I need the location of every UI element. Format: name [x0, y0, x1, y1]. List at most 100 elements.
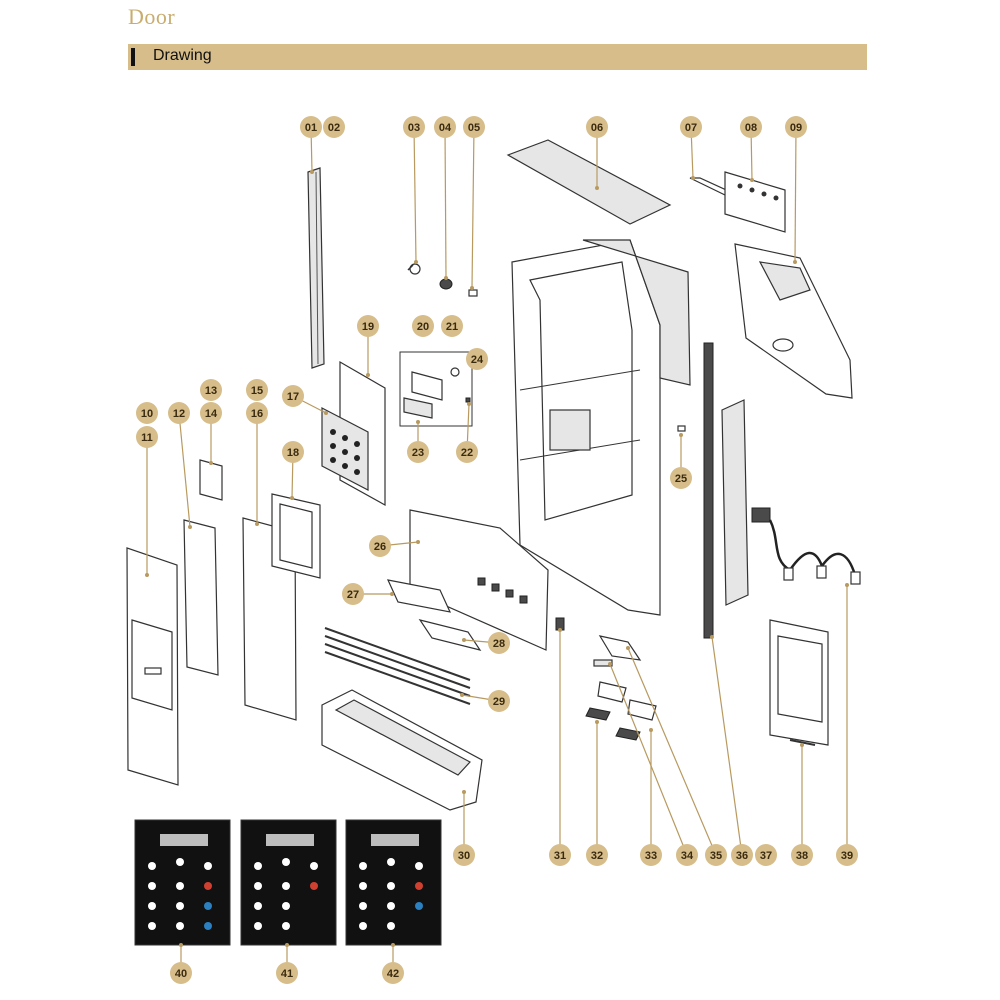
callout-leader-tip-04 — [444, 276, 448, 280]
callout-number: 15 — [251, 385, 263, 397]
callout-leader-03 — [413, 126, 417, 263]
callout-badge — [407, 441, 429, 463]
callout-leader-tip-39 — [845, 583, 849, 587]
section-header-bar: Drawing — [128, 44, 867, 70]
callout-badge — [755, 844, 777, 866]
callout-number: 41 — [281, 968, 293, 980]
callout-badge — [168, 402, 190, 424]
callout-08: 08 — [740, 116, 762, 138]
callout-number: 04 — [439, 122, 452, 134]
callout-number: 24 — [471, 354, 484, 366]
callout-number: 30 — [458, 850, 470, 862]
callout-badge — [740, 116, 762, 138]
callout-number: 13 — [205, 385, 217, 397]
callout-28: 28 — [488, 632, 510, 654]
callout-number: 17 — [287, 391, 299, 403]
callout-leader-tip-14 — [209, 461, 213, 465]
callout-leader-tip-17 — [324, 411, 328, 415]
callout-19: 19 — [357, 315, 379, 337]
part-side-channel — [721, 399, 749, 606]
callout-23: 23 — [407, 441, 429, 463]
callout-badge — [300, 116, 322, 138]
callout-leader-tip-38 — [800, 743, 804, 747]
keypad-panel-41 — [240, 819, 337, 946]
callout-number: 08 — [745, 122, 757, 134]
callout-badge — [705, 844, 727, 866]
callout-badge — [456, 441, 478, 463]
part-drip-grid-large — [418, 619, 482, 651]
callout-number: 23 — [412, 447, 424, 459]
part-latch-35 — [598, 635, 642, 661]
callout-number: 27 — [347, 589, 359, 601]
part-clip — [468, 289, 478, 297]
callout-number: 28 — [493, 638, 505, 650]
callout-badge — [282, 385, 304, 407]
callout-27: 27 — [342, 583, 364, 605]
callout-number: 40 — [175, 968, 187, 980]
callout-leader-tip-41 — [285, 943, 289, 947]
callout-leader-tip-07 — [691, 176, 695, 180]
callout-leader-tip-30 — [462, 790, 466, 794]
part-gasket-strip — [703, 342, 714, 639]
callout-badge — [791, 844, 813, 866]
callout-number: 21 — [446, 321, 458, 333]
callout-badge — [357, 315, 379, 337]
callout-badge — [676, 844, 698, 866]
callout-34: 34 — [676, 844, 698, 866]
keypad-buttons — [359, 858, 423, 930]
callout-leader-tip-06 — [595, 186, 599, 190]
callout-badge — [434, 116, 456, 138]
callout-number: 18 — [287, 447, 299, 459]
callout-06: 06 — [586, 116, 608, 138]
part-inset-group — [399, 351, 473, 427]
callout-33: 33 — [640, 844, 662, 866]
callout-leader-tip-31 — [558, 628, 562, 632]
callout-leader-tip-36 — [710, 635, 714, 639]
callout-leader-tip-33 — [649, 728, 653, 732]
part-cable-harness — [751, 507, 861, 585]
callout-30: 30 — [453, 844, 475, 866]
callout-leader-tip-05 — [470, 286, 474, 290]
callout-16: 16 — [246, 402, 268, 424]
callout-number: 20 — [417, 321, 429, 333]
callout-leader-tip-26 — [416, 540, 420, 544]
part-vertical-rail-left — [307, 167, 325, 369]
callout-13: 13 — [200, 379, 222, 401]
callout-26: 26 — [369, 535, 391, 557]
callout-leader-09 — [794, 126, 797, 263]
callout-badge — [382, 962, 404, 984]
callout-41: 41 — [276, 962, 298, 984]
callout-leader-tip-25 — [679, 433, 683, 437]
part-door-frame — [511, 239, 691, 616]
callout-10: 10 — [136, 402, 158, 424]
callout-17: 17 — [282, 385, 304, 407]
part-large-panel — [126, 547, 179, 786]
callout-badge — [369, 535, 391, 557]
callout-07: 07 — [680, 116, 702, 138]
callout-number: 34 — [681, 850, 694, 862]
callout-25: 25 — [670, 467, 692, 489]
callout-badge — [731, 844, 753, 866]
callout-number: 01 — [305, 122, 317, 134]
callout-number: 19 — [362, 321, 374, 333]
callout-32: 32 — [586, 844, 608, 866]
callout-24: 24 — [466, 348, 488, 370]
part-latch-34 — [593, 659, 613, 667]
callout-leader-tip-09 — [793, 260, 797, 264]
callout-badge — [488, 632, 510, 654]
callout-badge — [466, 348, 488, 370]
callout-badge — [441, 315, 463, 337]
callout-15: 15 — [246, 379, 268, 401]
keypad-buttons — [148, 858, 212, 930]
callout-14: 14 — [200, 402, 222, 424]
callout-leader-tip-22 — [467, 402, 471, 406]
callout-leader-tip-32 — [595, 720, 599, 724]
part-label-strip — [724, 171, 786, 233]
callout-leader-05 — [471, 126, 475, 289]
callout-leader-tip-19 — [366, 373, 370, 377]
callout-03: 03 — [403, 116, 425, 138]
callout-badge — [403, 116, 425, 138]
callout-leader-tip-29 — [460, 693, 464, 697]
callout-badge — [549, 844, 571, 866]
